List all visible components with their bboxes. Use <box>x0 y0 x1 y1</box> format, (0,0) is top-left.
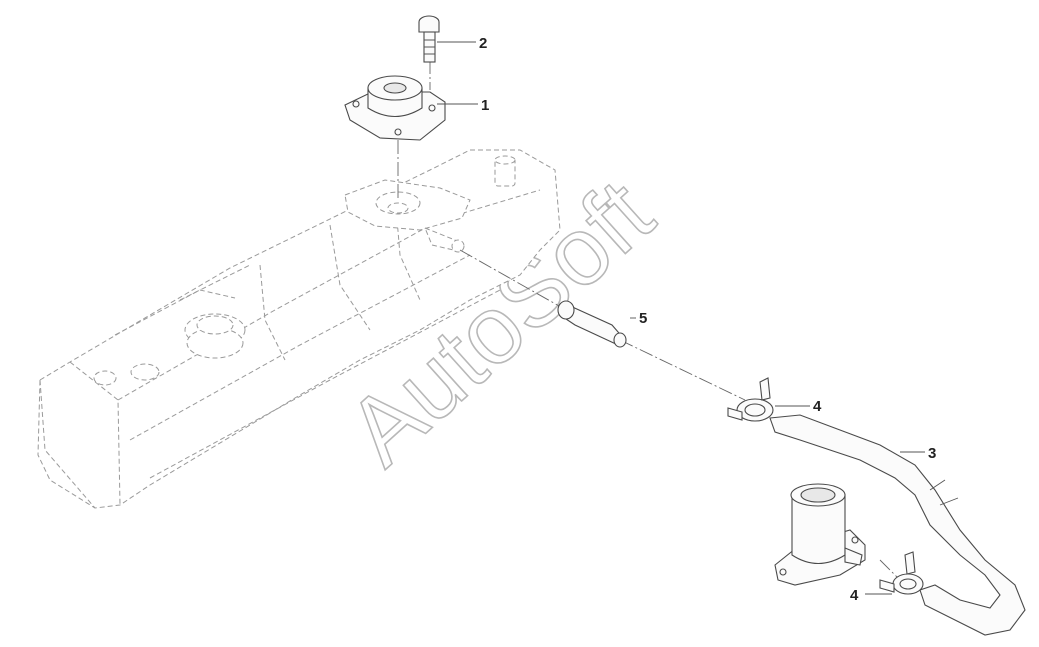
bolt <box>418 15 440 63</box>
callout-2: 2 <box>479 35 487 52</box>
hose-clamp-upper <box>727 377 774 422</box>
callout-1: 1 <box>481 97 489 114</box>
callout-3: 3 <box>928 445 936 462</box>
leader-lines <box>437 41 925 595</box>
callout-4-lower: 4 <box>850 587 859 604</box>
outlet-fitting <box>774 483 866 586</box>
valve-cover-ghost <box>37 149 561 509</box>
connector-tube <box>557 300 627 348</box>
callout-4-upper: 4 <box>813 398 822 415</box>
hose-clamp-lower <box>879 551 924 595</box>
breather-cap <box>344 75 446 141</box>
callout-5: 5 <box>639 310 647 327</box>
